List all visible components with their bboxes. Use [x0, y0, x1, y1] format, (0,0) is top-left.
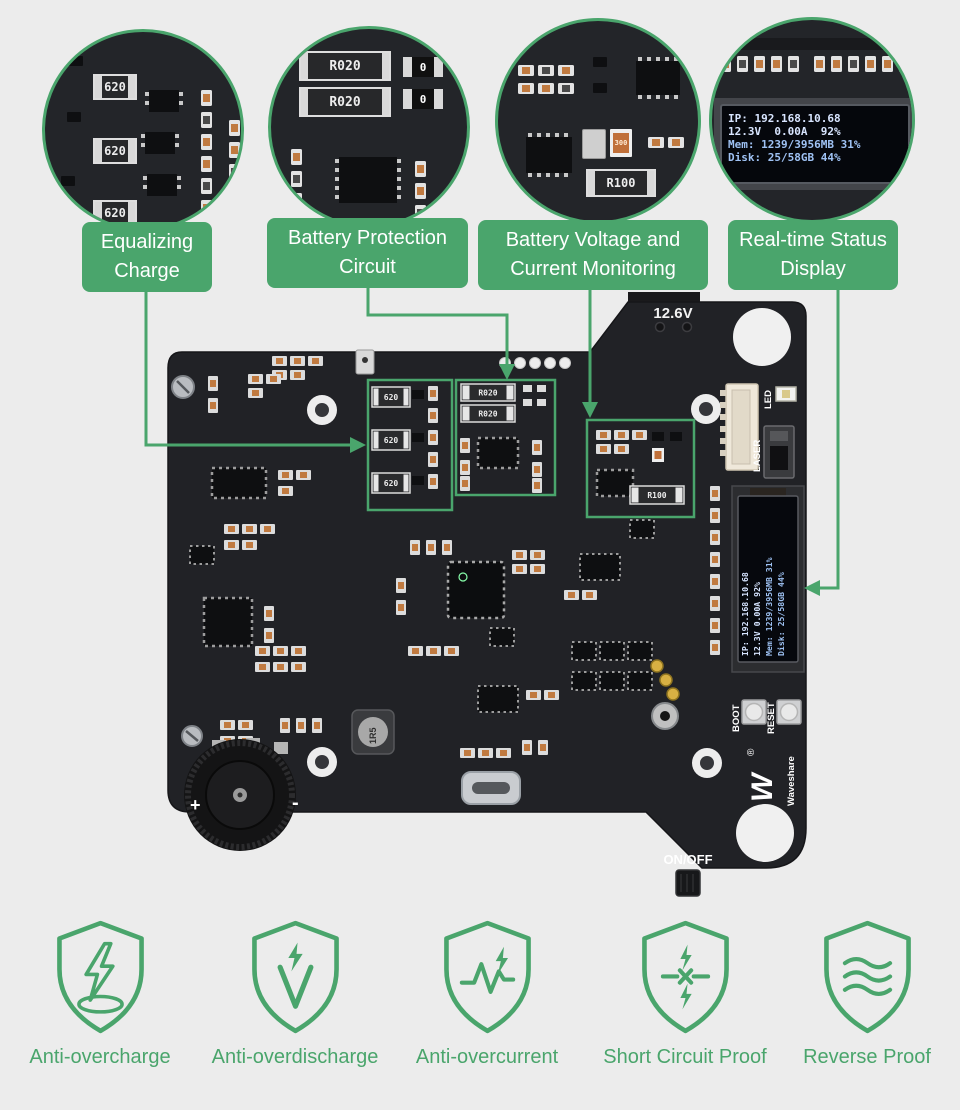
led-silkscreen: LED [763, 390, 774, 409]
boot-silkscreen: BOOT [731, 704, 742, 732]
laser-silkscreen: LASER [752, 440, 763, 472]
plus-silkscreen: + [190, 795, 201, 815]
svg-text:®: ® [746, 748, 757, 756]
detail-circle-equalizing-charge: 620 620 620 [42, 29, 244, 231]
label-equalizing-charge: Equalizing Charge [82, 222, 212, 292]
led-component [775, 386, 797, 402]
resistor-300: 300 [610, 129, 632, 157]
mounting-hole [733, 308, 791, 366]
protection-zone: R020 R020 [460, 383, 546, 493]
boot-button [741, 699, 767, 725]
feature-reverse-proof: Reverse Proof [762, 918, 960, 1069]
svg-text:620: 620 [384, 393, 399, 402]
resistor-r100-group: R100 [629, 485, 685, 505]
laser-switch [763, 425, 795, 479]
monitor-ic [636, 57, 680, 99]
oled-display: IP: 192.168.10.68 12.3V 0.00A 92% Mem: 1… [720, 104, 910, 184]
laser-connector [720, 383, 759, 471]
power-switch [675, 869, 701, 897]
highlight-zones [366, 378, 696, 519]
waveshare-logo: W ® Waveshare [746, 748, 797, 806]
feature-label: Anti-overdischarge [211, 1046, 379, 1068]
smd-capacitor [582, 129, 606, 159]
battery-connector [628, 292, 700, 303]
usb-c-port [461, 771, 521, 805]
voltage-silkscreen: 12.6V [653, 305, 692, 322]
shield-overcurrent-icon [443, 920, 531, 1034]
svg-text:620: 620 [384, 479, 399, 488]
label-realtime-status: Real-time Status Display [728, 220, 898, 290]
resistor-zero-ohm: 0 [403, 89, 443, 109]
resistor-r020: R020 [299, 51, 391, 81]
shield-short-circuit-icon [641, 920, 729, 1034]
resistor-620: 620 [93, 74, 137, 100]
onboard-oled-text: IP: 192.168.10.68 12.3V 0.00A 92% Mem: 1… [740, 552, 786, 656]
potentiometer [184, 738, 296, 851]
qfp-mcu [202, 596, 254, 648]
resistor-r020-group: R020 R020 [460, 383, 516, 423]
oled-line-mem: Mem: 1239/3956MB 31% [728, 138, 861, 151]
minus-silkscreen: - [292, 792, 299, 814]
resistor-620: 620 [93, 138, 137, 164]
feature-label: Anti-overcharge [29, 1046, 171, 1068]
resistor-r020: R020 [299, 87, 391, 117]
detail-circle-protection-circuit: R020 R020 0 0 [268, 26, 470, 228]
resistor-zero-ohm: 0 [403, 57, 443, 77]
equalizing-zone: 620 620 620 [371, 386, 438, 494]
feature-label: Short Circuit Proof [603, 1046, 767, 1068]
screw [171, 375, 195, 399]
feature-anti-overdischarge: Anti-overdischarge [190, 918, 400, 1069]
screw [181, 725, 203, 747]
svg-text:R100: R100 [647, 491, 666, 500]
reset-silkscreen: RESET [766, 702, 777, 734]
zone-equalizing [366, 378, 454, 512]
protection-ic [335, 157, 401, 203]
feature-short-circuit-proof: Short Circuit Proof [580, 918, 790, 1069]
svg-text:R020: R020 [478, 389, 497, 398]
onoff-silkscreen: ON/OFF [663, 852, 712, 867]
reset-button [776, 699, 802, 725]
zone-protection [454, 378, 557, 497]
svg-text:1R5: 1R5 [368, 727, 378, 744]
oled-line-batt: 12.3V 0.00A 92% [728, 125, 841, 138]
pcb-edge [712, 38, 912, 50]
resistor-620-group: 620 620 620 [371, 386, 411, 494]
svg-text:R020: R020 [478, 410, 497, 419]
detail-circle-current-monitoring: 300 R100 [495, 18, 701, 224]
shield-overcharge-icon [56, 920, 144, 1034]
detail-circle-status-display: IP: 192.168.10.68 12.3V 0.00A 92% Mem: 1… [709, 17, 915, 223]
feature-label: Anti-overcurrent [415, 1046, 559, 1068]
svg-text:W: W [746, 771, 779, 802]
label-voltage-current-monitoring: Battery Voltage and Current Monitoring [478, 220, 708, 290]
feature-label: Reverse Proof [803, 1046, 931, 1068]
shield-reverse-icon [823, 920, 911, 1034]
monitor-ic [526, 133, 572, 177]
zone-monitoring [585, 418, 696, 519]
oled-line-ip: IP: 192.168.10.68 [728, 112, 841, 125]
pogo-pins [650, 659, 680, 730]
onboard-oled: IP: 192.168.10.68 12.3V 0.00A 92% Mem: 1… [731, 485, 805, 673]
rp2040-chip [446, 560, 506, 620]
feature-anti-overcurrent: Anti-overcurrent [382, 918, 592, 1069]
monitoring-zone: R100 [595, 430, 685, 505]
resistor-r100: R100 [586, 169, 656, 197]
shield-overdischarge-icon [251, 920, 339, 1034]
soic-ic [210, 466, 268, 500]
svg-text:Waveshare: Waveshare [786, 756, 797, 806]
label-battery-protection: Battery Protection Circuit [267, 218, 468, 288]
resistor-620: 620 [93, 200, 137, 226]
main-pcb: 12.6V [167, 292, 807, 897]
inductor-1r5: 1R5 [351, 709, 395, 755]
svg-text:620: 620 [384, 436, 399, 445]
oled-line-disk: Disk: 25/58GB 44% [728, 151, 841, 164]
feature-anti-overcharge: Anti-overcharge [0, 918, 205, 1069]
mounting-hole [736, 804, 794, 862]
